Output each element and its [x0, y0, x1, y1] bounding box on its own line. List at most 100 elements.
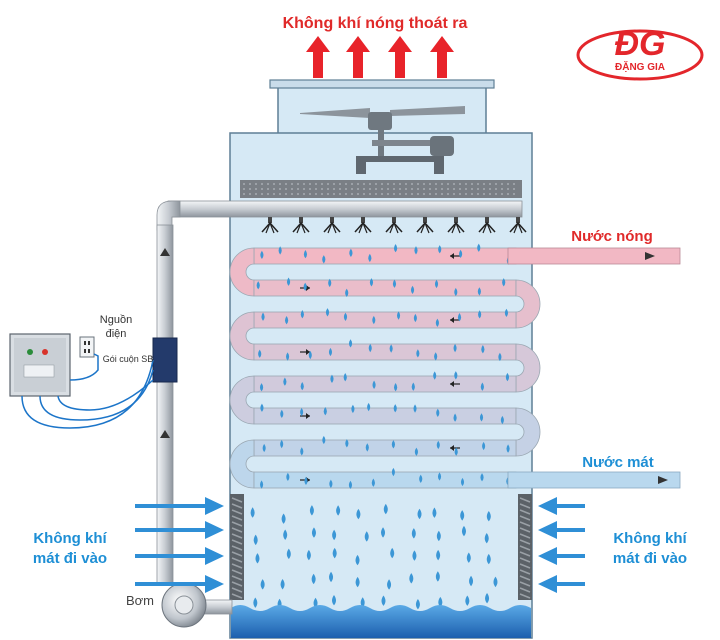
water-drop	[253, 534, 258, 546]
water-drop	[280, 439, 284, 449]
coil-pipe-segment	[253, 279, 517, 297]
coil-bend	[229, 375, 255, 425]
air-arrow-right	[538, 547, 585, 565]
water-drop	[311, 527, 316, 538]
water-drop	[303, 282, 307, 291]
hot-air-out-label: Không khí nóng thoát ra	[283, 15, 468, 32]
power-outlet-icon	[79, 336, 95, 358]
water-drop	[261, 312, 265, 321]
coil-pack-label: Gói cuộn SB	[103, 354, 154, 364]
water-drop	[392, 279, 397, 288]
water-drop	[466, 552, 471, 563]
water-drop	[322, 255, 326, 264]
exhaust-arrow	[346, 36, 370, 78]
drift-eliminator	[240, 180, 522, 198]
water-drop	[436, 440, 440, 450]
water-drop	[485, 593, 490, 604]
water-drop	[393, 243, 398, 253]
water-drop	[303, 249, 308, 259]
water-drop	[332, 529, 337, 541]
water-drop	[438, 245, 442, 254]
spray-nozzle-icon	[292, 217, 310, 234]
water-drop	[306, 549, 311, 561]
water-drop	[394, 383, 398, 392]
water-drop	[390, 547, 395, 559]
water-drop	[493, 576, 498, 588]
water-drop	[329, 479, 333, 489]
hot-water-inlet-pipe	[507, 247, 681, 265]
cool-air-right-label-line2: mát đi vào	[613, 550, 687, 567]
water-drop	[454, 447, 458, 456]
water-drop	[323, 407, 327, 416]
water-drop	[481, 345, 485, 354]
coil-bend	[515, 407, 541, 457]
exhaust-arrow	[430, 36, 454, 78]
water-drop	[412, 550, 417, 561]
water-drop	[256, 281, 260, 290]
cool-air-intake-arrows-right	[538, 497, 585, 593]
water-drop	[477, 243, 481, 252]
water-drop	[454, 287, 458, 297]
air-inlet-louver-right	[518, 494, 532, 600]
water-drop	[285, 352, 290, 361]
water-drop	[328, 347, 333, 357]
water-drop	[416, 349, 420, 358]
water-drop	[304, 476, 308, 486]
cool-air-intake-arrows-left	[135, 497, 224, 593]
water-drops	[250, 243, 510, 610]
coil-bend	[515, 279, 541, 329]
water-drop	[336, 505, 341, 516]
water-drop	[332, 594, 337, 606]
water-drop	[500, 415, 504, 425]
water-drop	[286, 472, 290, 482]
water-drop	[259, 480, 264, 489]
water-drop	[309, 505, 314, 516]
water-drop	[460, 510, 465, 521]
water-drop	[355, 576, 360, 588]
water-drop	[387, 579, 392, 590]
exhaust-arrow	[388, 36, 412, 78]
cool-air-right-label-line1: Không khí	[613, 530, 687, 547]
air-arrow-left	[135, 497, 224, 515]
water-drop	[391, 440, 395, 449]
cool-water-outlet-pipe	[507, 471, 681, 489]
air-inlet-louver-left	[230, 494, 244, 600]
water-drop	[356, 508, 361, 520]
water-drop	[372, 315, 376, 325]
power-label-line2: điện	[106, 328, 127, 340]
water-drop	[457, 313, 462, 322]
water-drop	[391, 467, 396, 477]
water-drop	[383, 503, 388, 515]
water-drop	[260, 579, 265, 590]
water-drop	[469, 575, 474, 587]
water-drop	[367, 402, 371, 412]
water-drop	[486, 553, 491, 565]
water-drop	[278, 246, 282, 255]
water-drop	[461, 525, 466, 537]
water-drop	[300, 447, 304, 456]
water-drop	[369, 278, 374, 287]
water-drop	[260, 250, 264, 260]
pump-label: Bơm	[126, 593, 154, 608]
water-drop	[453, 413, 457, 422]
water-drop	[343, 312, 348, 321]
water-drop	[311, 573, 316, 585]
water-drop	[351, 404, 355, 414]
water-drop	[504, 308, 509, 318]
spray-nozzle-icon	[447, 217, 465, 234]
spray-nozzle-icon	[354, 217, 372, 234]
water-drop	[364, 531, 369, 542]
water-drop	[259, 383, 264, 392]
water-drop	[454, 371, 458, 380]
coil-pipe-segment	[253, 407, 517, 425]
water-drop	[322, 435, 326, 445]
air-arrow-left	[135, 521, 224, 539]
water-drop	[409, 573, 414, 584]
water-drop	[300, 381, 304, 391]
water-drop	[329, 571, 334, 583]
water-drop	[437, 472, 442, 481]
water-drop	[381, 595, 386, 606]
cool-water-label: Nước mát	[582, 454, 654, 471]
hot-water-label: Nước nóng	[571, 228, 653, 245]
water-drop	[459, 249, 463, 259]
